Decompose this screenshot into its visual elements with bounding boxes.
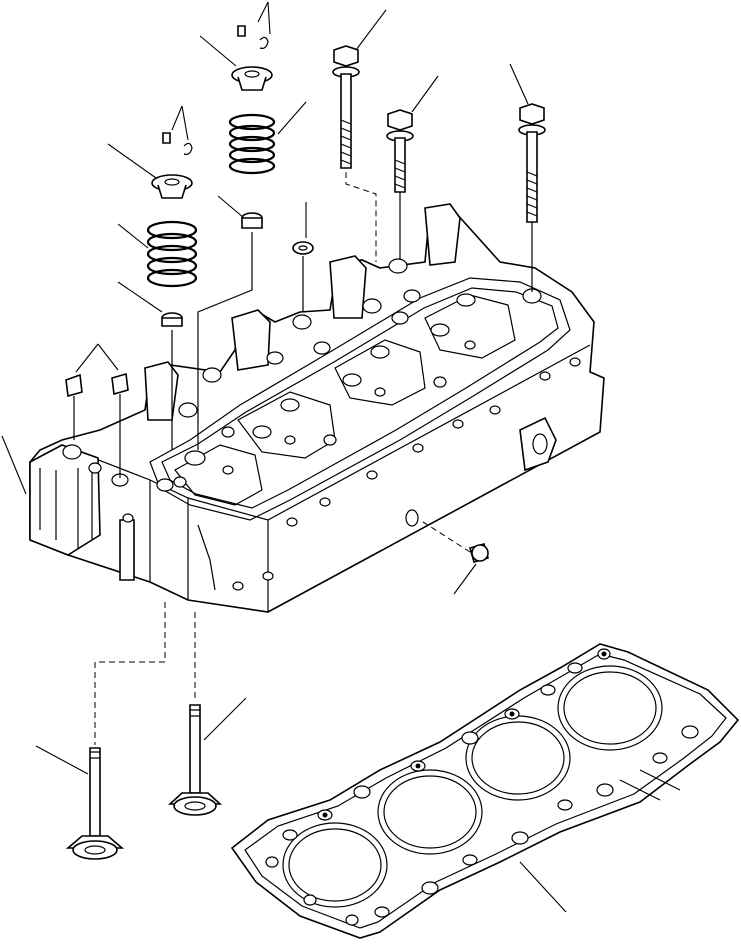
valve-stem-seal-1: [162, 313, 182, 326]
deck-holes: [63, 259, 580, 590]
rocker-pedestals: [145, 204, 460, 420]
leader-gasket: [520, 862, 566, 912]
head-rib: [120, 520, 134, 580]
side-plug: [420, 520, 488, 562]
cylinder-head-body: [30, 208, 604, 612]
head-bolt-2: [387, 110, 413, 260]
spring-axis-2: [198, 232, 252, 450]
leader-valve-exhaust: [36, 746, 88, 774]
valve-exhaust: [68, 748, 122, 859]
leader-seal-1: [118, 282, 162, 312]
leader-nuts: [76, 344, 118, 372]
cylinder-head: [30, 204, 604, 612]
head-bolt-1: [333, 46, 376, 262]
leader-head: [2, 436, 26, 494]
leader-valve-intake: [204, 698, 246, 740]
leader-retainer-2: [200, 36, 236, 66]
gasket-rail-outer: [150, 278, 570, 520]
spring-retainer-1: [152, 175, 192, 198]
cylinder-bores: [283, 666, 662, 907]
valve-spring-2: [230, 115, 274, 173]
valve-spring-1: [148, 222, 196, 286]
leader-retainer-1: [108, 144, 156, 178]
leader-spring-1: [118, 224, 148, 248]
leader-bolt-3: [510, 64, 528, 104]
washer-1: [293, 242, 313, 312]
leader-keepers-1: [172, 106, 188, 140]
leader-keepers-2: [258, 2, 270, 34]
leader-bolt-1: [356, 10, 386, 50]
head-end-block: [30, 445, 100, 555]
valve-stem-bosses: [157, 294, 475, 491]
gasket-rail-inner: [162, 288, 558, 508]
gasket-holes: [266, 649, 698, 925]
leader-seal-2: [218, 196, 244, 218]
leader-bolt-2: [412, 76, 438, 112]
valve-keepers-2: [238, 26, 268, 48]
head-side-face: [150, 480, 188, 600]
stud-nut-right: [112, 374, 128, 478]
stud-nut-left: [66, 375, 82, 440]
valve-stem-seal-2: [242, 213, 262, 228]
leader-lines: [2, 2, 566, 912]
head-bolt-3: [519, 104, 545, 292]
valve-intake: [170, 705, 220, 815]
leader-spring-2: [278, 102, 306, 134]
head-gasket: [232, 644, 738, 938]
valve-locator-1: [95, 602, 165, 745]
spring-retainer-2: [232, 67, 272, 90]
leader-plug: [454, 564, 476, 594]
valve-keepers-1: [163, 133, 192, 154]
